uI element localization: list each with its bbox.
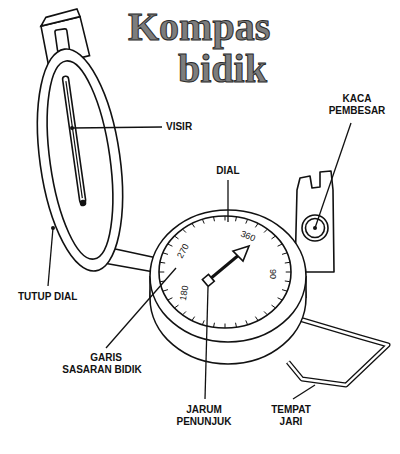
dial-tick bbox=[163, 253, 168, 255]
dial-tick bbox=[159, 272, 164, 273]
dial-tick bbox=[278, 244, 283, 246]
dial-face bbox=[159, 216, 291, 328]
dial-lid bbox=[20, 6, 136, 277]
title-anchor: Kompas bidik bbox=[128, 6, 306, 90]
label-anchor: 90 bbox=[268, 269, 278, 279]
dial-tick bbox=[192, 317, 195, 321]
leader-line bbox=[106, 268, 176, 348]
leader-line bbox=[205, 287, 208, 399]
leader-lines bbox=[48, 123, 351, 399]
dial-tick bbox=[286, 272, 291, 273]
leader-line bbox=[315, 123, 351, 228]
leader-dots bbox=[51, 126, 317, 230]
dial-tick bbox=[192, 224, 195, 228]
needle-shaft bbox=[210, 254, 240, 279]
label-anchor: KACA PEMBESAR bbox=[324, 93, 390, 117]
dial-tick bbox=[282, 290, 287, 292]
label-anchor: TUTUP DIAL bbox=[18, 291, 77, 303]
sight-wire bbox=[66, 81, 82, 198]
dial-tick bbox=[235, 217, 237, 221]
lid-tab-top bbox=[39, 9, 80, 26]
magnifier-lens-inner bbox=[306, 219, 325, 238]
dial-tick bbox=[183, 229, 186, 232]
leader-line bbox=[293, 385, 315, 399]
leader-dot bbox=[51, 226, 55, 230]
dial-tick bbox=[282, 253, 287, 255]
dial-tick bbox=[264, 311, 267, 314]
dial-tick bbox=[264, 229, 267, 232]
dial-number: 90 bbox=[268, 269, 278, 279]
dial-tick bbox=[174, 305, 178, 308]
part-label: VISIR bbox=[166, 121, 192, 133]
compass-body bbox=[150, 210, 306, 364]
leader-line bbox=[72, 127, 162, 128]
dial-tick bbox=[202, 320, 204, 324]
part-label: TEMPAT JARI bbox=[267, 404, 315, 428]
dial-tick bbox=[246, 320, 248, 324]
dial-tick bbox=[163, 290, 168, 292]
finger-ring-core bbox=[288, 318, 388, 385]
body-rim bbox=[150, 210, 306, 342]
lid-frame-inner bbox=[36, 57, 123, 263]
dial-tick bbox=[160, 262, 165, 264]
sight-wire-end bbox=[80, 200, 86, 206]
dial-tick bbox=[174, 236, 178, 239]
leader-line bbox=[227, 180, 228, 222]
dial-tick bbox=[168, 298, 173, 300]
compass-needle bbox=[202, 246, 249, 286]
part-label: DIAL bbox=[216, 165, 239, 177]
sight-wire-slot bbox=[62, 76, 86, 204]
dial-tick bbox=[213, 323, 215, 327]
leader-dot bbox=[313, 226, 317, 230]
dial-tick bbox=[285, 262, 290, 264]
label-anchor: GARIS SASARAN BIDIK bbox=[59, 352, 145, 376]
dial-tick bbox=[183, 311, 186, 314]
dial-tick bbox=[225, 216, 226, 220]
dial-tick bbox=[255, 224, 258, 228]
leader-line bbox=[48, 228, 53, 286]
part-label: KACA PEMBESAR bbox=[324, 93, 390, 117]
part-label: JARUM PENUNJUK bbox=[173, 404, 235, 428]
leader-dot bbox=[70, 126, 74, 130]
dial-tick bbox=[272, 305, 276, 308]
finger-ring-outline bbox=[288, 318, 388, 385]
dial-tick bbox=[255, 317, 258, 321]
label-anchor: VISIR bbox=[166, 121, 192, 133]
part-label: TUTUP DIAL bbox=[18, 291, 77, 303]
dial-tick bbox=[225, 324, 226, 328]
diagram-title: Kompas bidik bbox=[128, 6, 306, 90]
dial-tick bbox=[278, 298, 283, 300]
label-anchor: JARUM PENUNJUK bbox=[173, 404, 235, 428]
dial-tick bbox=[213, 217, 215, 221]
dial-tick bbox=[235, 323, 237, 327]
needle-head bbox=[233, 246, 249, 261]
dial-tick bbox=[272, 236, 276, 239]
dial-tick bbox=[246, 219, 248, 223]
dial-tick bbox=[285, 280, 290, 282]
label-anchor: DIAL bbox=[216, 165, 239, 177]
dial-tick bbox=[168, 244, 173, 246]
magnifier-lens bbox=[302, 215, 328, 241]
label-anchor: TEMPAT JARI bbox=[267, 404, 315, 428]
needle-tail bbox=[202, 274, 214, 286]
dial-ticks bbox=[159, 216, 291, 328]
part-label: GARIS SASARAN BIDIK bbox=[59, 352, 145, 376]
dial-tick bbox=[202, 219, 204, 223]
lid-frame-outer bbox=[25, 44, 135, 277]
